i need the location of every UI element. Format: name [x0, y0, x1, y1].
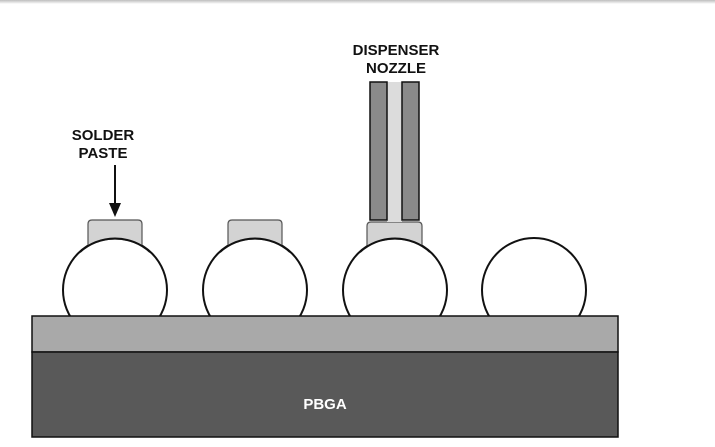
- dispenser-nozzle: [369, 81, 420, 222]
- nozzle-wall-right: [401, 81, 420, 221]
- solder-paste-label: SOLDER: [72, 127, 135, 144]
- dispenser-nozzle-label: NOZZLE: [366, 60, 426, 77]
- pbga-label: PBGA: [303, 396, 347, 413]
- solder-ball-arc: [79, 237, 151, 253]
- window-top-edge: [0, 0, 715, 4]
- pbga-body: [31, 351, 619, 438]
- solder-ball-outlines: [79, 237, 431, 253]
- solder-paste-label: PASTE: [79, 145, 128, 162]
- solder-ball-arc: [219, 237, 291, 253]
- dispenser-nozzle-label: DISPENSER: [353, 42, 440, 59]
- nozzle-channel: [387, 82, 402, 222]
- nozzle-wall-left: [369, 81, 388, 221]
- substrate-top-layer: [31, 315, 619, 353]
- solder-ball-arc: [359, 237, 431, 253]
- arrow-down-icon: [109, 165, 121, 217]
